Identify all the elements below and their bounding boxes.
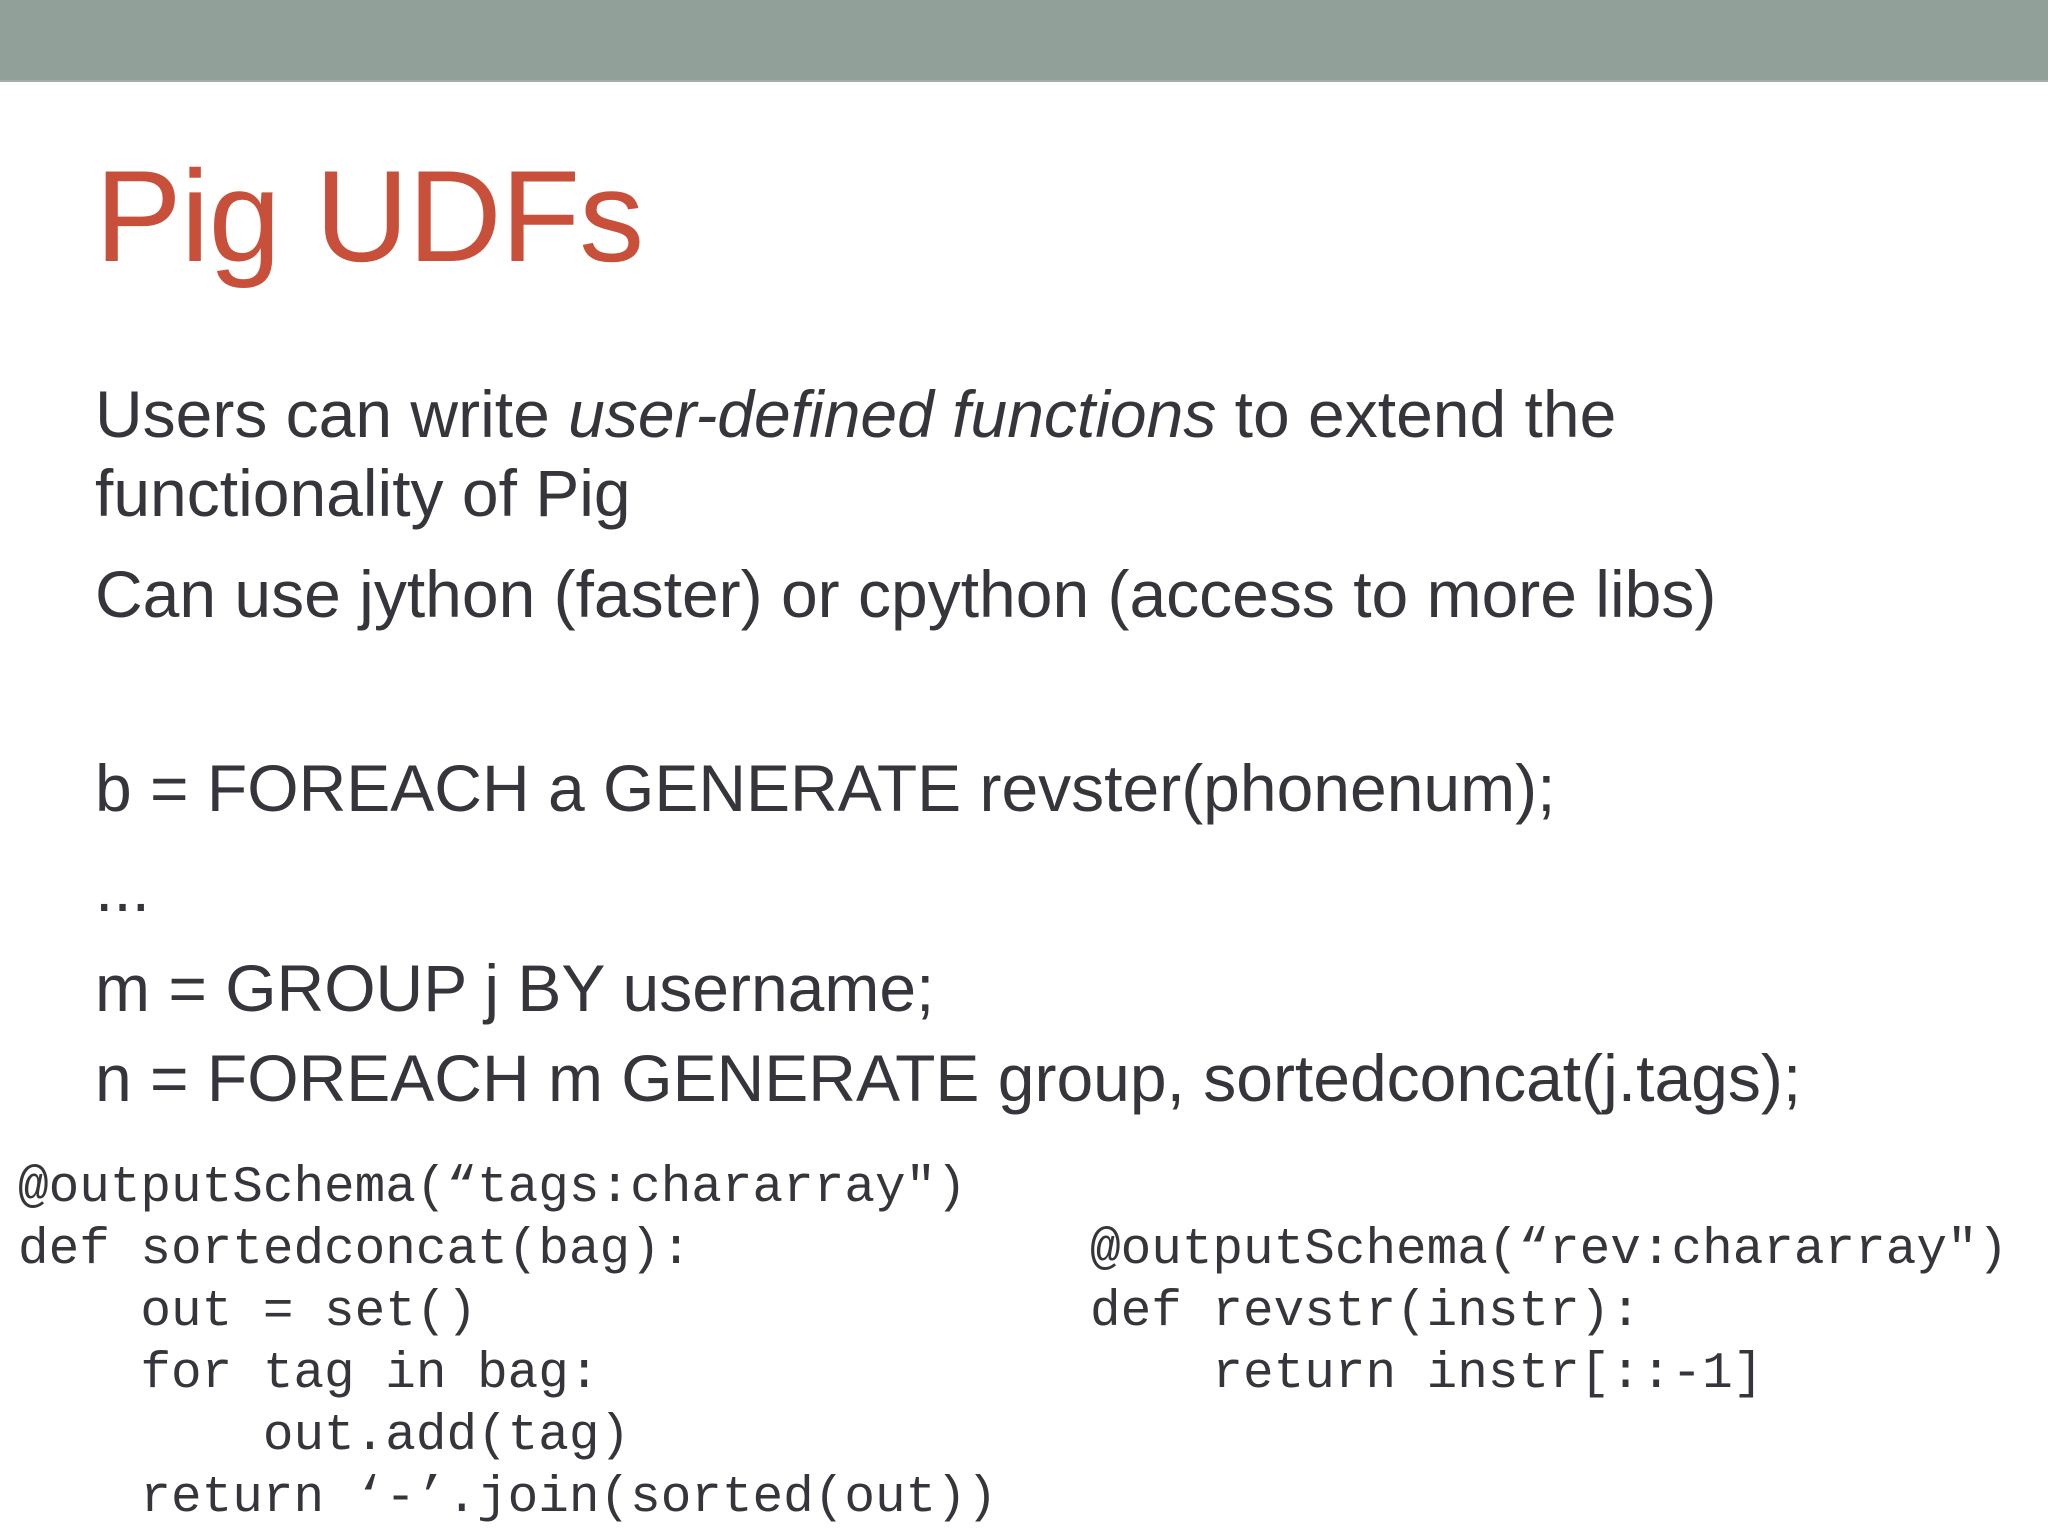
body-line-1-prefix: Users can write bbox=[95, 377, 569, 451]
code-line: return instr[::-1] bbox=[1090, 1346, 1764, 1403]
code-line: return ‘-’.join(sorted(out)) bbox=[18, 1470, 998, 1527]
pig-script-line-1: b = FOREACH a GENERATE revster(phonenum)… bbox=[95, 751, 1556, 825]
code-line: @outputSchema(“tags:chararray") bbox=[18, 1160, 967, 1217]
code-line: for tag in bag: bbox=[18, 1346, 600, 1403]
pig-script-line-3: n = FOREACH m GENERATE group, sortedconc… bbox=[95, 1041, 1802, 1115]
code-line: out.add(tag) bbox=[18, 1408, 631, 1465]
pig-script-line-2: m = GROUP j BY username; bbox=[95, 951, 935, 1025]
slide-title: Pig UDFs bbox=[95, 143, 644, 289]
code-line: def revstr(instr): bbox=[1090, 1284, 1641, 1341]
body-line-2: functionality of Pig bbox=[95, 456, 631, 530]
body-line-3: Can use jython (faster) or cpython (acce… bbox=[95, 557, 1717, 631]
code-line: @outputSchema(“rev:chararray") bbox=[1090, 1222, 2009, 1279]
code-line: out = set() bbox=[18, 1284, 478, 1341]
body-line-1: Users can write user-defined functions t… bbox=[95, 374, 1616, 454]
body-line-1-italic-phrase: user-defined functions bbox=[568, 377, 1217, 451]
udf-code-block-right: @outputSchema(“rev:chararray") def revst… bbox=[1090, 1220, 2008, 1406]
udf-code-block-left: @outputSchema(“tags:chararray") def sort… bbox=[18, 1158, 997, 1530]
pig-script-ellipsis: ... bbox=[95, 851, 151, 925]
top-accent-bar bbox=[0, 0, 2048, 82]
code-line: def sortedconcat(bag): bbox=[18, 1222, 692, 1279]
body-line-1-suffix: to extend the bbox=[1216, 377, 1617, 451]
